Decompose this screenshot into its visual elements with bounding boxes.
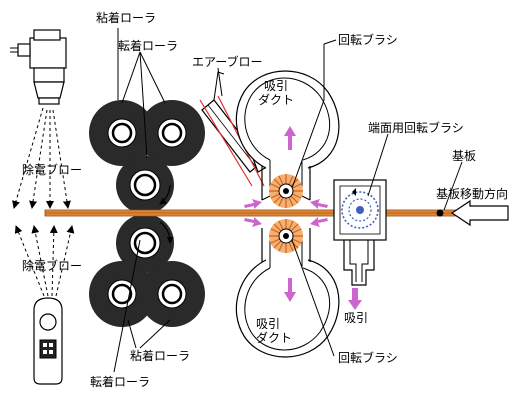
label-suction-duct-top-2: ダクト xyxy=(258,92,294,107)
label-rotary-brush-top: 回転ブラシ xyxy=(338,32,398,47)
label-suction-duct-top-1: 吸引 xyxy=(264,79,288,93)
nenchaku-roller-bottom-left xyxy=(89,261,155,327)
substrate-plate xyxy=(44,209,491,217)
ionizer-top xyxy=(10,29,67,105)
nenchaku-roller-top-left xyxy=(89,100,155,166)
leader-lines xyxy=(113,28,463,373)
label-suction: 吸引 xyxy=(344,311,368,325)
label-substrate: 基板 xyxy=(452,149,476,163)
tenchaku-roller-top xyxy=(116,156,174,214)
air-flow-arrows xyxy=(244,126,362,310)
rotary-brush-bottom xyxy=(269,219,303,253)
rotary-brush-top xyxy=(269,174,303,208)
label-suction-duct-bottom-1: 吸引 xyxy=(256,317,280,331)
label-nenchaku-roller-bottom: 粘着ローラ xyxy=(130,348,190,363)
label-edge-rotary-brush: 端面用回転ブラシ xyxy=(368,120,464,135)
nenchaku-roller-bottom-right xyxy=(139,261,205,327)
suction-duct-bottom xyxy=(235,228,340,358)
label-tenchaku-roller-bottom: 転着ローラ xyxy=(90,374,150,389)
ionizer-top-blow-arrows xyxy=(12,107,71,209)
label-tenchaku-roller-top: 転着ローラ xyxy=(118,38,178,53)
label-air-blow: エアーブロー xyxy=(192,54,263,69)
edge-brush-unit xyxy=(333,179,387,286)
ionizer-bottom xyxy=(33,297,63,385)
label-nenchaku-roller-top: 粘着ローラ xyxy=(96,10,156,25)
substrate-direction-arrow xyxy=(450,199,509,227)
roller-rotation-arrow-top xyxy=(159,184,171,205)
label-suction-duct-bottom-2: ダクト xyxy=(256,330,292,345)
label-rotary-brush-bottom: 回転ブラシ xyxy=(338,350,398,365)
nenchaku-roller-top-right xyxy=(139,100,205,166)
suction-duct-top xyxy=(235,70,340,201)
label-substrate-direction: 基板移動方向 xyxy=(436,186,508,201)
substrate-end-dot xyxy=(436,209,444,217)
label-jozen-blow-top: 除電ブロー xyxy=(22,162,82,177)
ionizer-bottom-blow-arrows xyxy=(14,225,75,297)
roller-rotation-arrow-bottom xyxy=(159,221,174,244)
label-jozen-blow-bottom: 除電ブロー xyxy=(22,258,82,273)
